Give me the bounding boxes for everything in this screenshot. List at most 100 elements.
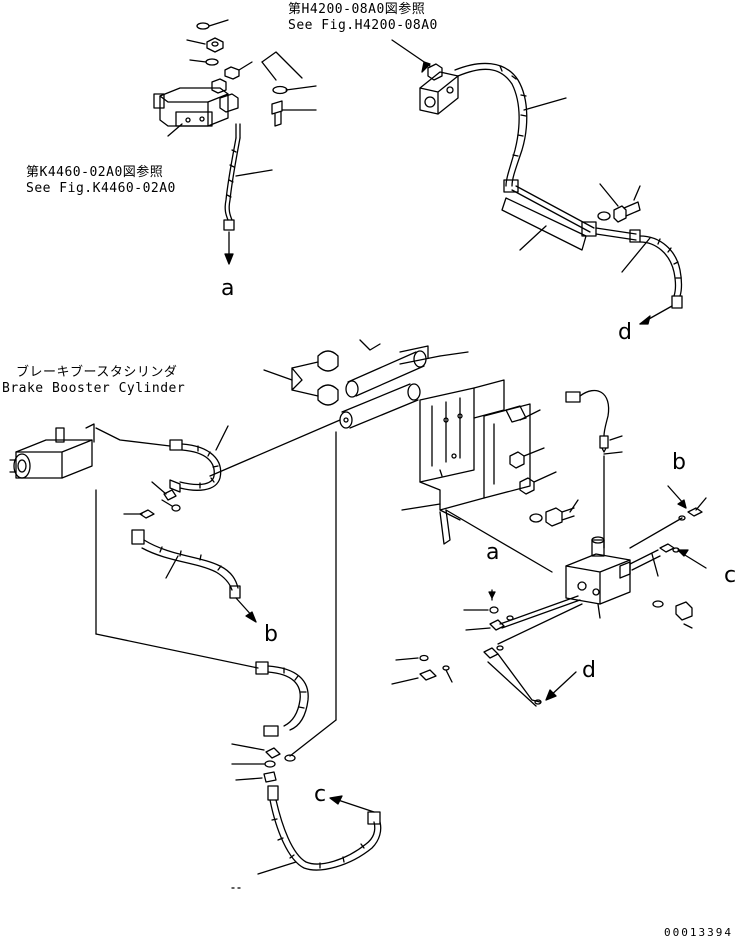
bracket-foot	[420, 482, 484, 520]
leader-line	[258, 862, 296, 874]
hose-fitting	[236, 124, 240, 138]
leader-bracket	[400, 346, 440, 364]
leader-line	[216, 426, 228, 450]
leader-line	[652, 554, 658, 576]
leader-line	[187, 40, 205, 44]
o-ring-part	[285, 755, 295, 761]
o-ring-part	[197, 23, 209, 29]
leader-line	[598, 604, 600, 618]
o-ring-part	[420, 656, 428, 661]
leader-line	[236, 778, 262, 780]
leader-line	[292, 390, 318, 396]
accumulator-end	[408, 384, 420, 400]
valve-flange	[176, 112, 212, 126]
leader-line	[634, 186, 640, 200]
bracket-leg	[440, 510, 450, 544]
bolt-hole	[458, 414, 462, 418]
flow-arrow-line	[338, 800, 374, 812]
accumulator-group	[264, 340, 578, 544]
leader-bracket	[262, 52, 302, 78]
hose-end-fitting	[170, 480, 180, 492]
tee-fitting	[266, 748, 280, 758]
flow-arrow-head	[330, 796, 342, 804]
nut-part	[510, 452, 524, 468]
valve-side-port	[620, 562, 630, 578]
hose-fitting	[256, 662, 268, 674]
flow-arrow-head	[546, 690, 556, 700]
bracket-tab	[506, 406, 526, 422]
brake-pipe	[96, 428, 170, 446]
hose-hatch	[160, 547, 221, 570]
ref-h4200-en: See Fig.H4200-08A0	[288, 18, 438, 33]
tube-clamp	[504, 180, 518, 192]
valve-port	[593, 589, 599, 595]
block-port	[447, 87, 453, 93]
brake-tube	[500, 596, 580, 628]
leader-line	[402, 504, 440, 510]
route-line	[498, 604, 582, 644]
booster-port	[86, 424, 94, 442]
callout-d-mid: d	[582, 658, 597, 683]
hose-lower	[268, 672, 300, 726]
hose-bottom	[276, 800, 375, 864]
hose-fitting	[170, 440, 182, 450]
hose-fitting	[132, 530, 144, 544]
booster-rod	[10, 460, 16, 472]
leader-line	[440, 470, 442, 476]
bracket-side	[474, 380, 504, 418]
adapter-fitting	[164, 490, 176, 500]
leader-line	[286, 86, 316, 90]
bolt-shank	[624, 202, 640, 216]
top-right-hose-group	[392, 40, 682, 324]
brake-tube	[630, 550, 660, 570]
o-ring-part	[497, 646, 503, 650]
elbow-fitting	[490, 620, 504, 630]
block-edge	[566, 560, 630, 604]
o-ring-part	[172, 505, 180, 511]
hose-booster	[180, 450, 214, 484]
sensor-connector	[566, 392, 580, 402]
valve-top-port-cap	[592, 537, 604, 543]
hose-right	[640, 242, 676, 296]
callout-a-mid: a	[486, 540, 500, 565]
leader-line	[570, 500, 578, 512]
sensor-wire	[580, 390, 609, 436]
hose-hatch	[198, 446, 218, 488]
tube-clamp	[582, 222, 596, 236]
valve-top-fitting	[212, 79, 226, 93]
bolt-head	[614, 206, 626, 222]
route-line	[210, 420, 340, 476]
o-ring-part	[490, 607, 498, 613]
washer-part	[598, 212, 610, 220]
leader-line	[600, 184, 618, 206]
leader-line	[466, 628, 490, 630]
leader-line	[264, 370, 292, 380]
leader-line	[168, 124, 182, 136]
bolt-hole	[444, 418, 448, 422]
route-line	[446, 510, 552, 572]
hose-hatch	[284, 668, 306, 708]
leader-line	[524, 98, 566, 110]
o-ring-part	[206, 59, 218, 65]
union-fitting	[140, 510, 154, 518]
bolt-hole	[186, 118, 190, 122]
block-edge	[420, 76, 458, 114]
accumulator-clamp	[318, 385, 338, 405]
callout-c-bottom: c	[314, 782, 327, 807]
label-booster-jp: ブレーキブースタシリンダ	[16, 365, 178, 380]
booster-end-cap	[14, 454, 30, 478]
hose-top-left	[225, 138, 236, 220]
accumulator-end	[340, 412, 352, 428]
leader-line	[236, 170, 272, 176]
mounting-bracket	[420, 388, 474, 482]
bracket-rib	[432, 398, 460, 466]
hose-hatch	[500, 66, 526, 156]
pressure-sensor-tip	[602, 448, 606, 452]
adapter-fitting	[264, 772, 276, 782]
elbow-fitting	[660, 544, 674, 552]
flow-arrow-head	[678, 500, 686, 508]
accumulator-end	[346, 381, 358, 397]
o-ring-part	[507, 616, 513, 620]
union-fitting	[688, 508, 702, 516]
